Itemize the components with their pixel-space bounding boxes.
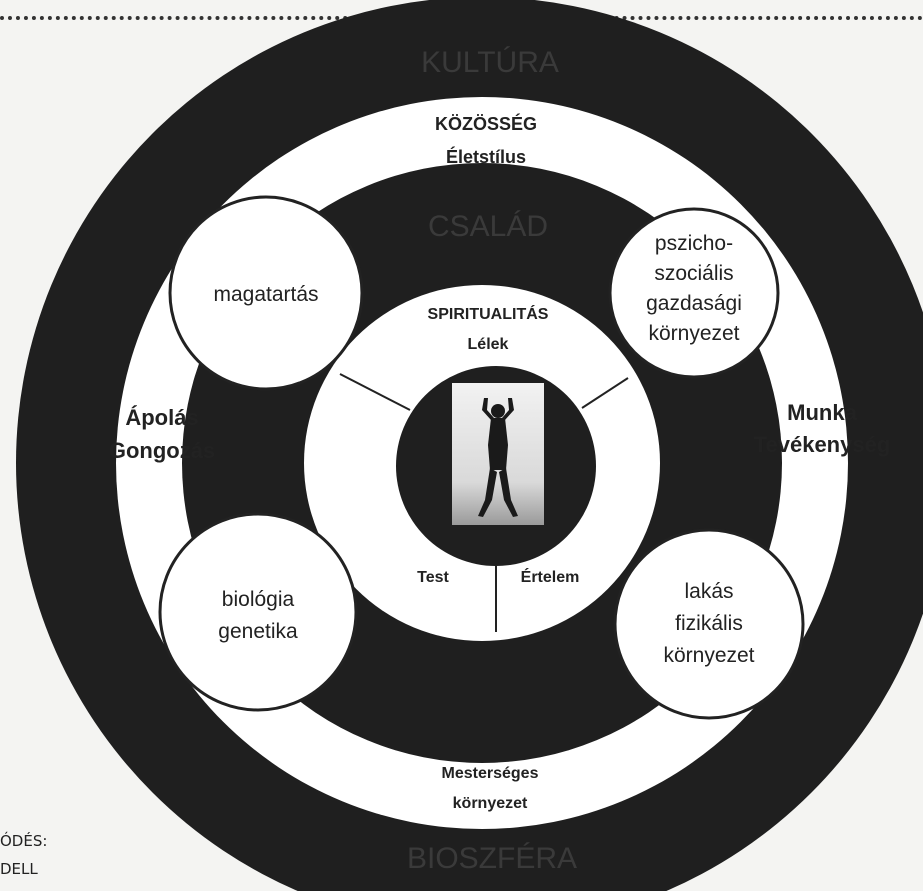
label-ertelem: Értelem xyxy=(521,567,580,586)
divider-left xyxy=(339,373,411,411)
node-label-kornyezet-br: környezet xyxy=(663,644,754,667)
node-top-right xyxy=(608,207,780,379)
node-bottom-left xyxy=(158,512,358,712)
node-label-kornyezet-tr: környezet xyxy=(648,322,739,345)
label-eletstilus: Életstílus xyxy=(446,146,526,167)
node-label-magatartas: magatartás xyxy=(213,283,318,306)
side-caption-line2: DELL xyxy=(0,860,38,878)
label-test: Test xyxy=(417,569,449,586)
label-lelek: Lélek xyxy=(468,336,509,353)
label-munka: Munka xyxy=(787,400,857,425)
human-figure xyxy=(452,383,544,525)
label-kornyezet-bottom: környezet xyxy=(453,795,528,812)
node-label-pszicho: pszicho- xyxy=(655,232,733,255)
label-csalad: CSALÁD xyxy=(428,210,548,243)
side-caption-line1: ÓDÉS: xyxy=(0,832,48,850)
label-bioszfera: BIOSZFÉRA xyxy=(407,842,577,875)
label-gongozas: Gongozás xyxy=(109,438,215,463)
node-label-fizikalis: fizikális xyxy=(675,612,743,635)
node-label-genetika: genetika xyxy=(218,620,298,643)
label-kozosseg: KÖZÖSSÉG xyxy=(435,113,537,134)
node-top-left xyxy=(168,195,364,391)
label-kultura: KULTÚRA xyxy=(421,46,559,79)
divider-right xyxy=(581,377,629,409)
label-spiritualitas: SPIRITUALITÁS xyxy=(428,304,549,323)
label-apolas: Ápolás xyxy=(125,405,198,430)
node-label-lakas: lakás xyxy=(684,580,733,603)
node-bottom-right xyxy=(613,528,805,720)
node-label-biologia: biológia xyxy=(222,588,295,611)
node-label-gazdasagi: gazdasági xyxy=(646,292,742,315)
node-label-szocialis: szociális xyxy=(654,262,733,285)
label-mesterseges: Mesterséges xyxy=(442,765,539,782)
label-tevekenyseg: Tevékenység xyxy=(754,432,891,457)
